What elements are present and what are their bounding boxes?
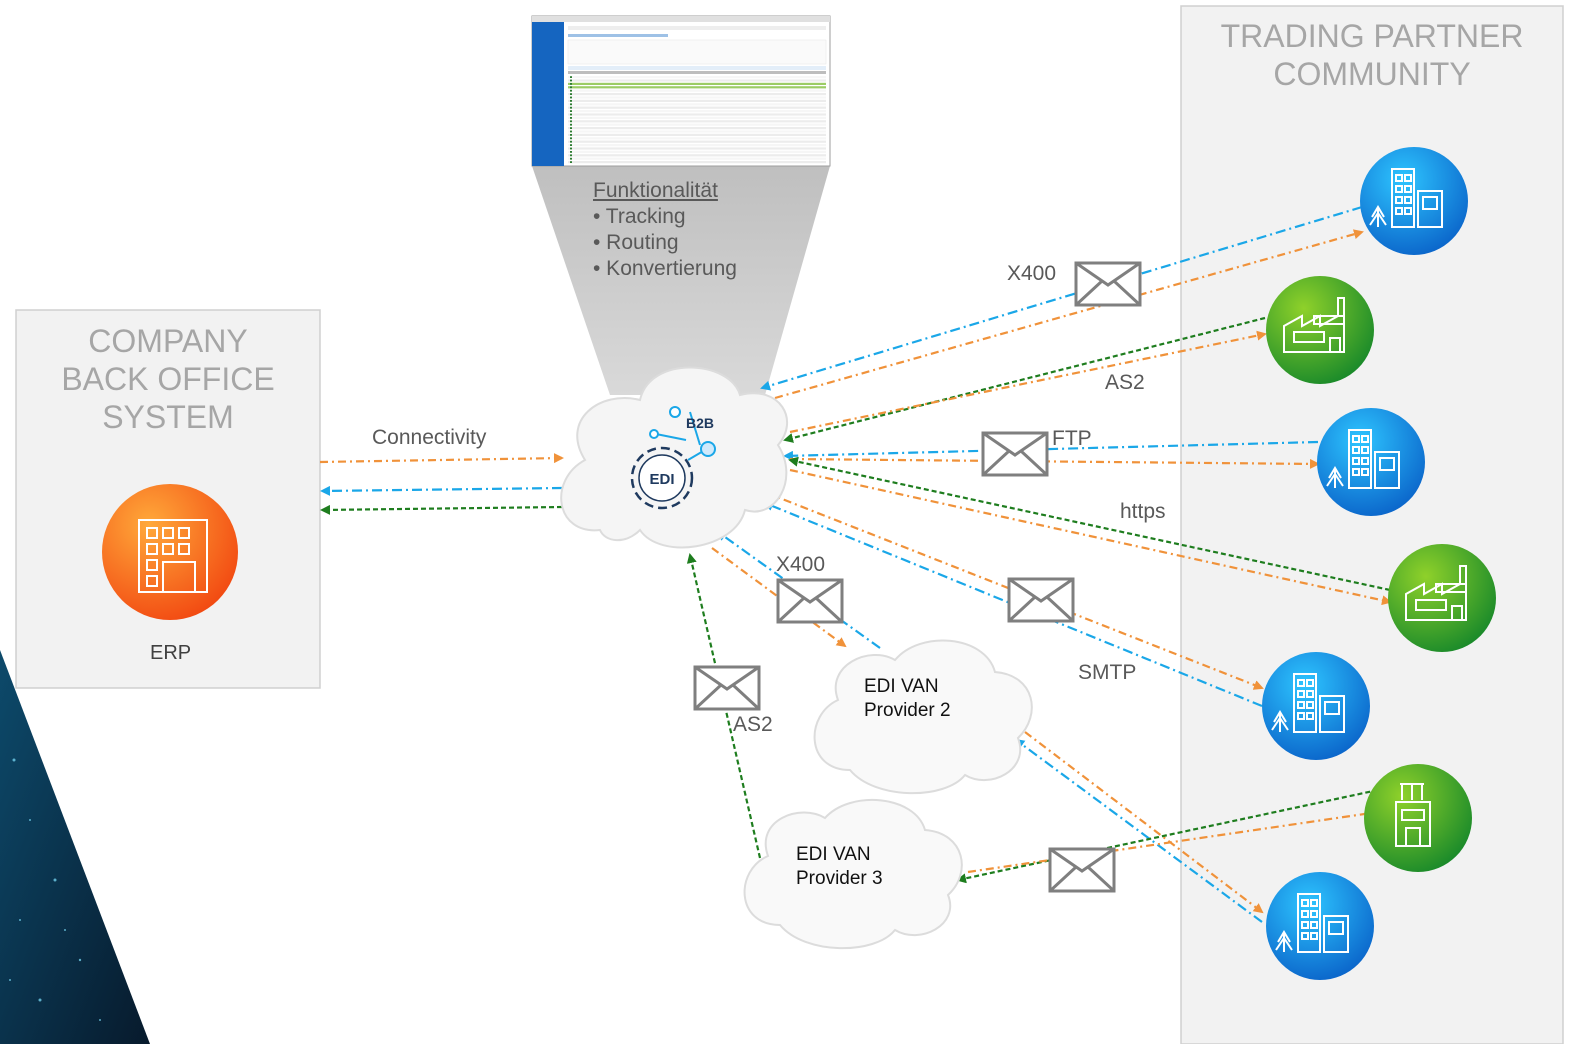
envelope-icon: [693, 665, 761, 711]
b2b-label: B2B: [686, 415, 714, 431]
office-building-icon: [1360, 147, 1468, 255]
envelope-icon: [776, 578, 844, 624]
functionality-panel: [532, 166, 830, 395]
company-box-title: COMPANY BACK OFFICE SYSTEM: [61, 323, 275, 435]
factory-icon: [1388, 544, 1496, 652]
protocol-as2-label: AS2: [1105, 371, 1145, 394]
functionality-item: • Routing: [593, 231, 679, 254]
functionality-item: • Tracking: [593, 205, 686, 228]
office-building-icon: [1266, 872, 1374, 980]
edi-van-provider-2-label: EDI VAN Provider 2: [864, 676, 951, 721]
application-screenshot-thumbnail: [531, 15, 831, 167]
office-building-icon: [1262, 652, 1370, 760]
edi-b2b-hub-cloud: EDI B2B: [560, 366, 789, 549]
protocol-x400-label: X400: [1007, 262, 1057, 285]
protocol-smtp-label: SMTP: [1078, 661, 1137, 684]
functionality-item: • Konvertierung: [593, 257, 737, 280]
protocol-x400-van-label: X400: [776, 553, 826, 576]
envelope-icon: [1048, 847, 1116, 893]
partner-box-title: TRADING PARTNER COMMUNITY: [1220, 18, 1524, 92]
factory-icon: [1266, 276, 1374, 384]
functionality-heading: Funktionalität: [593, 179, 718, 202]
erp-building-icon: [102, 484, 238, 620]
edi-label: EDI: [649, 471, 674, 488]
edi-van-provider-3-label: EDI VAN Provider 3: [796, 844, 883, 889]
connectivity-label: Connectivity: [372, 426, 487, 449]
protocol-ftp-label: FTP: [1052, 427, 1092, 450]
connectivity-flows: [319, 453, 564, 515]
envelope-icon: [1074, 261, 1142, 307]
protocol-https-label: https: [1120, 500, 1166, 523]
edi-van-provider-3-cloud: [743, 798, 963, 950]
envelope-icon: [981, 431, 1049, 477]
erp-label: ERP: [150, 642, 192, 664]
decorative-sparkles: [9, 758, 101, 1021]
decorative-corner: [0, 650, 150, 1044]
edi-van-provider-2-cloud: [813, 639, 1033, 795]
functionality-list: Funktionalität • Tracking • Routing • Ko…: [593, 178, 737, 282]
office-building-icon: [1317, 408, 1425, 516]
envelope-icon: [1007, 577, 1075, 623]
industrial-building-icon: [1364, 764, 1472, 872]
trading-partner-community-box: [1180, 5, 1564, 1044]
protocol-as2-van-label: AS2: [733, 713, 773, 736]
